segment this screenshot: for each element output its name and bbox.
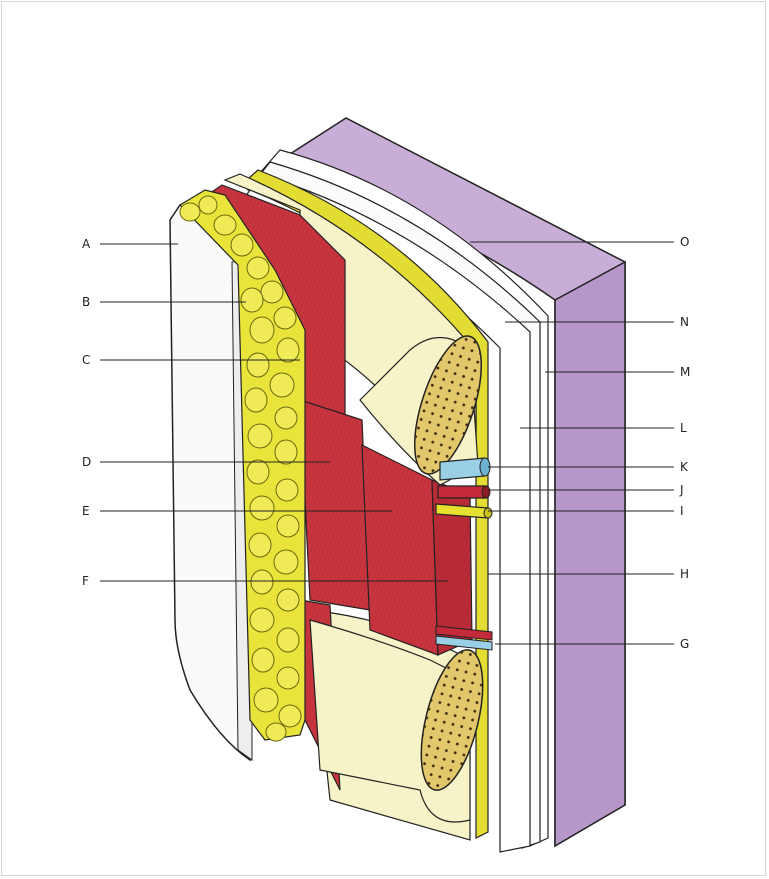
label-f: F bbox=[82, 574, 89, 588]
muscle-block-e bbox=[362, 445, 438, 655]
label-g: G bbox=[680, 637, 689, 651]
label-a: A bbox=[82, 237, 91, 251]
label-b: B bbox=[82, 295, 90, 309]
label-m: M bbox=[680, 365, 690, 379]
label-e: E bbox=[82, 504, 90, 518]
label-h: H bbox=[680, 567, 689, 581]
muscle-block-d bbox=[300, 400, 370, 610]
label-i: I bbox=[680, 504, 684, 518]
artery-j bbox=[438, 486, 490, 498]
label-k: K bbox=[680, 460, 689, 474]
vein-k bbox=[440, 458, 490, 480]
label-n: N bbox=[680, 315, 689, 329]
label-c: C bbox=[82, 353, 90, 367]
label-j: J bbox=[679, 483, 684, 497]
label-d: D bbox=[82, 455, 91, 469]
label-o: O bbox=[680, 235, 689, 249]
label-l: L bbox=[680, 421, 687, 435]
